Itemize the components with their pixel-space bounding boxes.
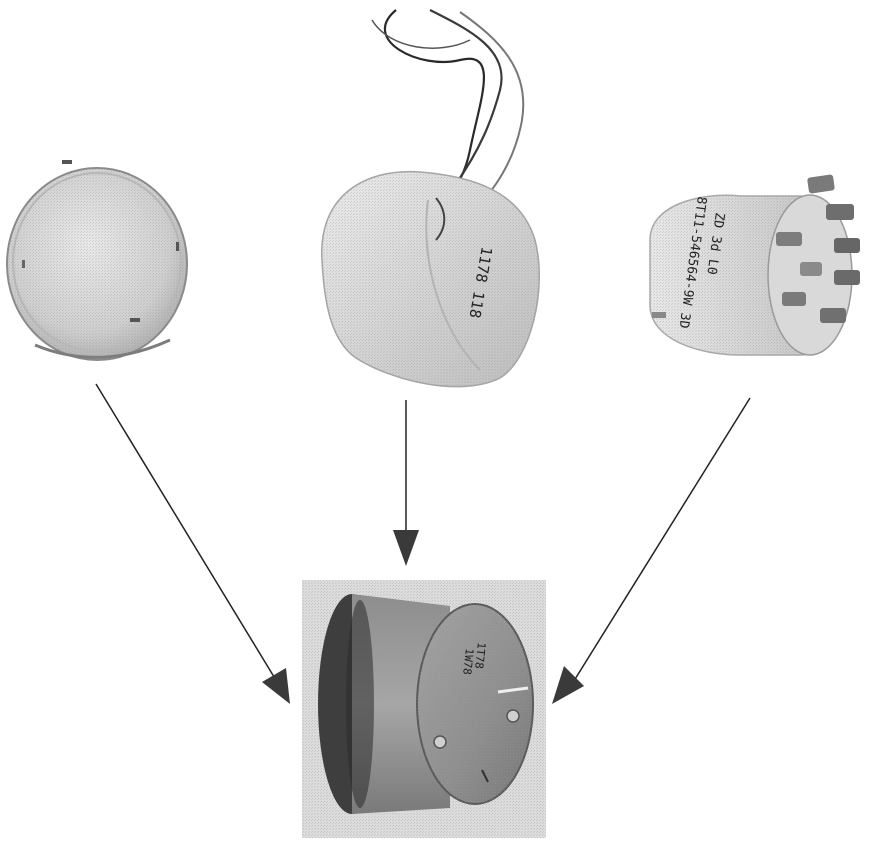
- wired-housing-icon: 1178 118: [322, 10, 540, 387]
- arrow-housing-to-assembly-icon: [393, 400, 419, 566]
- multi-pin-connector-icon: ZD 3d L0 8T11-546564-9W 3D: [650, 174, 860, 355]
- assembled-cylindrical-unit-icon: 1T78 1W78: [302, 580, 546, 838]
- arrow-connector-to-assembly-icon: [552, 398, 750, 704]
- round-cover-disc-icon: [7, 160, 187, 360]
- arrow-disc-to-assembly-icon: [96, 384, 290, 704]
- unit-label-2: 1W78: [460, 648, 476, 676]
